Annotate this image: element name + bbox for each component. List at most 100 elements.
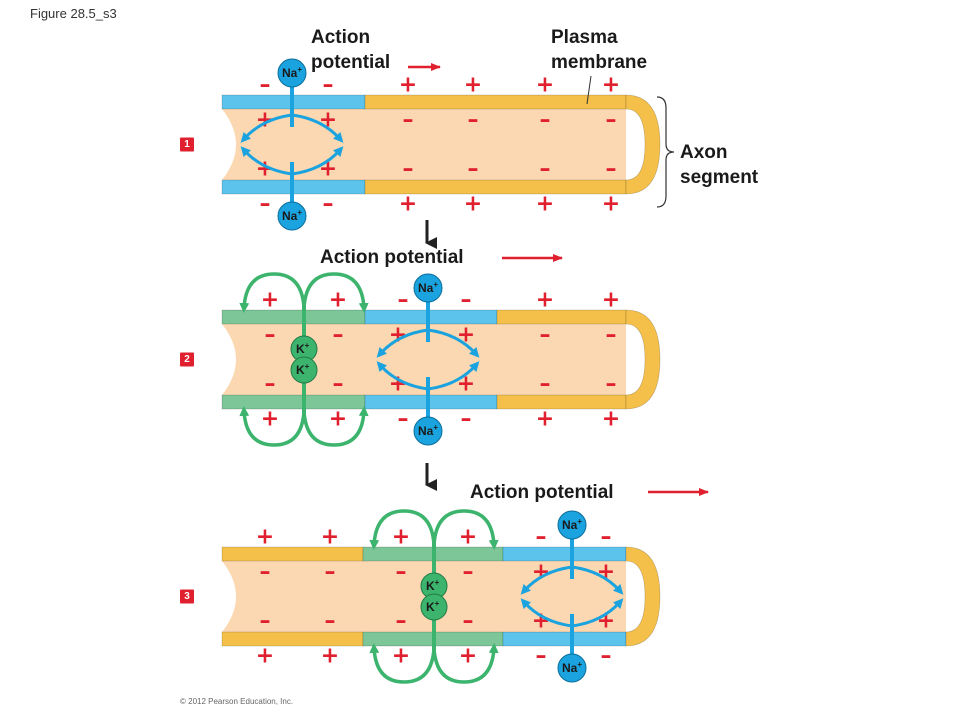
axon-interior — [222, 109, 626, 180]
membrane-segment-top — [221, 546, 364, 562]
plus-sign: + — [261, 288, 279, 313]
k-outflow-arrow — [239, 406, 306, 447]
plus-sign: + — [464, 73, 482, 98]
axon-segment-bracket — [656, 96, 675, 208]
minus-sign: – — [606, 372, 617, 397]
k-outflow-arrow — [432, 643, 499, 684]
plus-sign: + — [536, 407, 554, 432]
minus-sign: – — [403, 108, 414, 133]
plus-sign: + — [602, 192, 620, 217]
minus-sign: – — [398, 407, 409, 432]
minus-sign: – — [536, 525, 547, 550]
plasma-membrane-leader — [586, 75, 592, 105]
plus-sign: + — [256, 525, 274, 550]
minus-sign: – — [540, 372, 551, 397]
action-potential-label-2: Action potential — [320, 247, 464, 268]
plus-sign: + — [261, 407, 279, 432]
minus-sign: – — [333, 323, 344, 348]
na-inflow-arrow — [240, 146, 293, 176]
k-outflow-arrow — [369, 509, 436, 550]
charge-superscript: + — [297, 208, 302, 217]
minus-sign: – — [265, 323, 276, 348]
na-ion-label: Na+ — [282, 65, 302, 80]
minus-sign: – — [265, 372, 276, 397]
plus-sign: + — [536, 192, 554, 217]
na-inflow-arrow — [376, 328, 429, 358]
plus-sign: + — [597, 560, 615, 585]
figure-label: Figure 28.5_s3 — [30, 6, 117, 21]
membrane-segment-bottom — [364, 394, 498, 410]
na-inflow-arrow — [376, 361, 429, 391]
na-inflow-arrow — [427, 328, 480, 358]
plus-sign: + — [256, 644, 274, 669]
plus-sign: + — [329, 407, 347, 432]
plus-sign: + — [459, 644, 477, 669]
na-ion-label: Na+ — [418, 280, 438, 295]
minus-sign: – — [260, 609, 271, 634]
copyright: © 2012 Pearson Education, Inc. — [180, 697, 293, 706]
plus-sign: + — [536, 73, 554, 98]
minus-sign: – — [260, 192, 271, 217]
axon-end-cap — [625, 94, 661, 195]
axon-interior — [222, 561, 626, 632]
membrane-segment-bottom — [221, 631, 364, 647]
na-inflow-arrow — [291, 113, 344, 143]
minus-sign: – — [601, 525, 612, 550]
charge-superscript: + — [435, 578, 440, 587]
charge-superscript: + — [433, 280, 438, 289]
plus-sign: + — [602, 73, 620, 98]
na-inflow-arrow — [571, 598, 624, 628]
charge-superscript: + — [305, 341, 310, 350]
na-ion-label: Na+ — [418, 423, 438, 438]
charge-superscript: + — [433, 423, 438, 432]
minus-sign: – — [396, 609, 407, 634]
membrane-segment-top — [364, 309, 498, 325]
minus-sign: – — [463, 609, 474, 634]
minus-sign: – — [323, 192, 334, 217]
charge-superscript: + — [435, 599, 440, 608]
plus-sign: + — [321, 644, 339, 669]
panel-1: ––++++++––––++––––––++++Na+Na+1 — [180, 58, 661, 231]
na-ion-label: Na+ — [562, 660, 582, 675]
plus-sign: + — [392, 525, 410, 550]
minus-sign: – — [540, 108, 551, 133]
plus-sign: + — [329, 288, 347, 313]
panels: ––++++++––––++––––––++++Na+Na+1++––++––+… — [180, 58, 661, 684]
minus-sign: – — [606, 157, 617, 182]
k-outflow-arrow — [302, 406, 369, 447]
na-inflow-arrow — [427, 361, 480, 391]
minus-sign: – — [463, 560, 474, 585]
na-ion — [557, 653, 587, 683]
na-ion-label: Na+ — [562, 517, 582, 532]
charge-superscript: + — [577, 517, 582, 526]
plus-sign: + — [392, 644, 410, 669]
minus-sign: – — [540, 157, 551, 182]
na-inflow-arrow — [571, 565, 624, 595]
plus-sign: + — [536, 288, 554, 313]
na-ion — [557, 510, 587, 540]
k-outflow-arrow — [302, 272, 369, 313]
axon-end-cap — [625, 309, 661, 410]
minus-sign: – — [606, 108, 617, 133]
na-ion — [277, 58, 307, 88]
panel-3: ++++––––––++––––++++++––K+K+Na+Na+3 — [180, 509, 661, 684]
minus-sign: – — [461, 407, 472, 432]
charge-superscript: + — [305, 362, 310, 371]
plus-sign: + — [399, 192, 417, 217]
minus-sign: – — [606, 323, 617, 348]
plus-sign: + — [597, 609, 615, 634]
plasma-membrane-label-line1: Plasma — [551, 27, 618, 48]
plus-sign: + — [464, 192, 482, 217]
minus-sign: – — [398, 288, 409, 313]
plus-sign: + — [399, 73, 417, 98]
plus-sign: + — [532, 560, 550, 585]
charge-superscript: + — [577, 660, 582, 669]
plus-sign: + — [532, 609, 550, 634]
minus-sign: – — [260, 73, 271, 98]
na-inflow-arrow — [520, 565, 573, 595]
na-ion — [277, 201, 307, 231]
minus-sign: – — [468, 108, 479, 133]
plus-sign: + — [459, 525, 477, 550]
axon-segment-label-line2: segment — [680, 167, 759, 188]
na-inflow-arrow — [520, 598, 573, 628]
